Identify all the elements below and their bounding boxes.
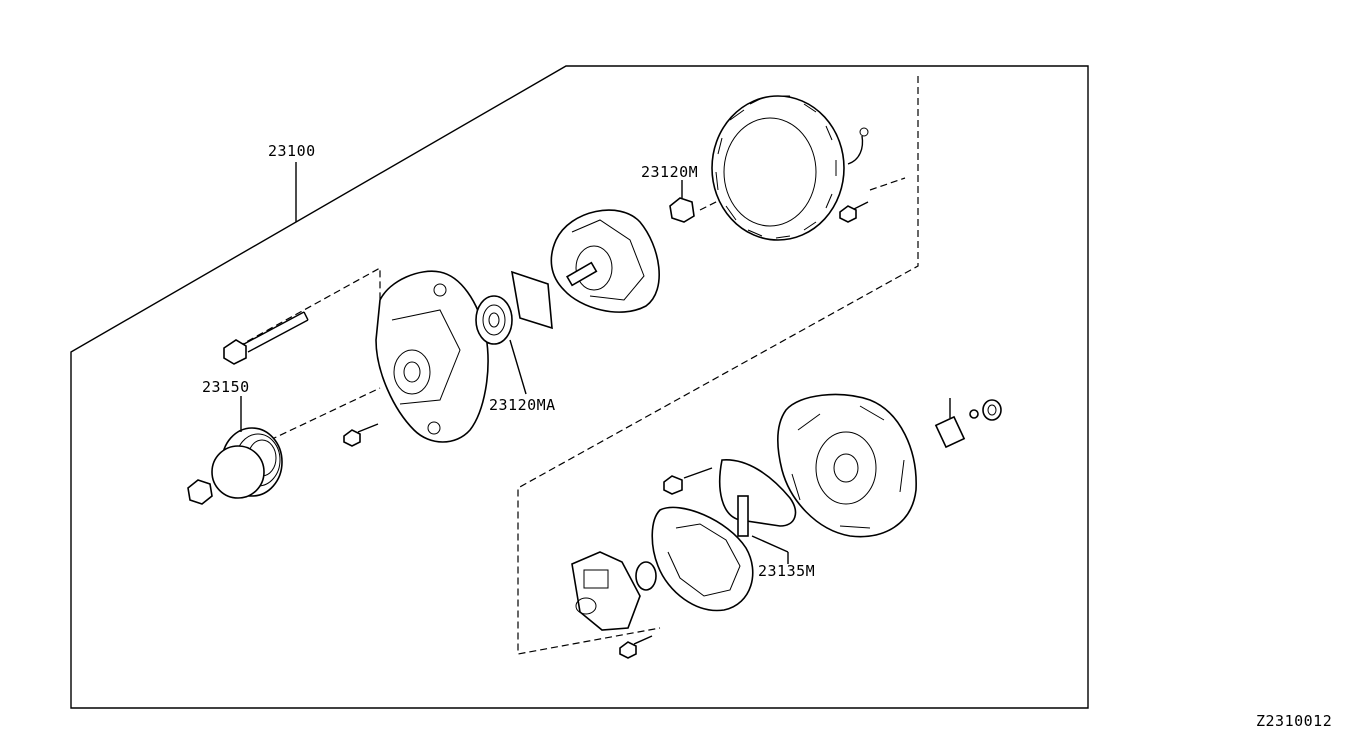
bearing — [475, 295, 527, 395]
through-bolt — [223, 311, 309, 365]
front-small-bolt — [343, 423, 379, 447]
stator-bolt — [839, 201, 869, 223]
pulley — [187, 396, 283, 505]
part-label-23120M: 23120M — [641, 163, 699, 181]
rotor-nut — [669, 180, 695, 223]
front-housing — [375, 270, 489, 443]
part-label-23120MA: 23120MA — [489, 396, 556, 414]
part-label-23100: 23100 — [268, 142, 316, 160]
diagram-code: Z2310012 — [1256, 712, 1333, 730]
regulator-o-ring — [635, 561, 657, 591]
regulator-bolt — [619, 635, 653, 659]
rear-housing — [777, 393, 917, 538]
voltage-regulator — [571, 551, 641, 631]
rectifier — [651, 506, 754, 612]
retainer-plate — [510, 270, 553, 330]
rotor — [550, 209, 660, 313]
part-label-23135M: 23135M — [758, 562, 816, 580]
b-terminal-hardware — [934, 398, 1002, 449]
brush-holder — [737, 495, 789, 553]
part-label-23150: 23150 — [202, 378, 250, 396]
rectifier-bolt — [663, 467, 713, 495]
stator — [711, 95, 869, 241]
assembly-frame — [70, 65, 1089, 709]
